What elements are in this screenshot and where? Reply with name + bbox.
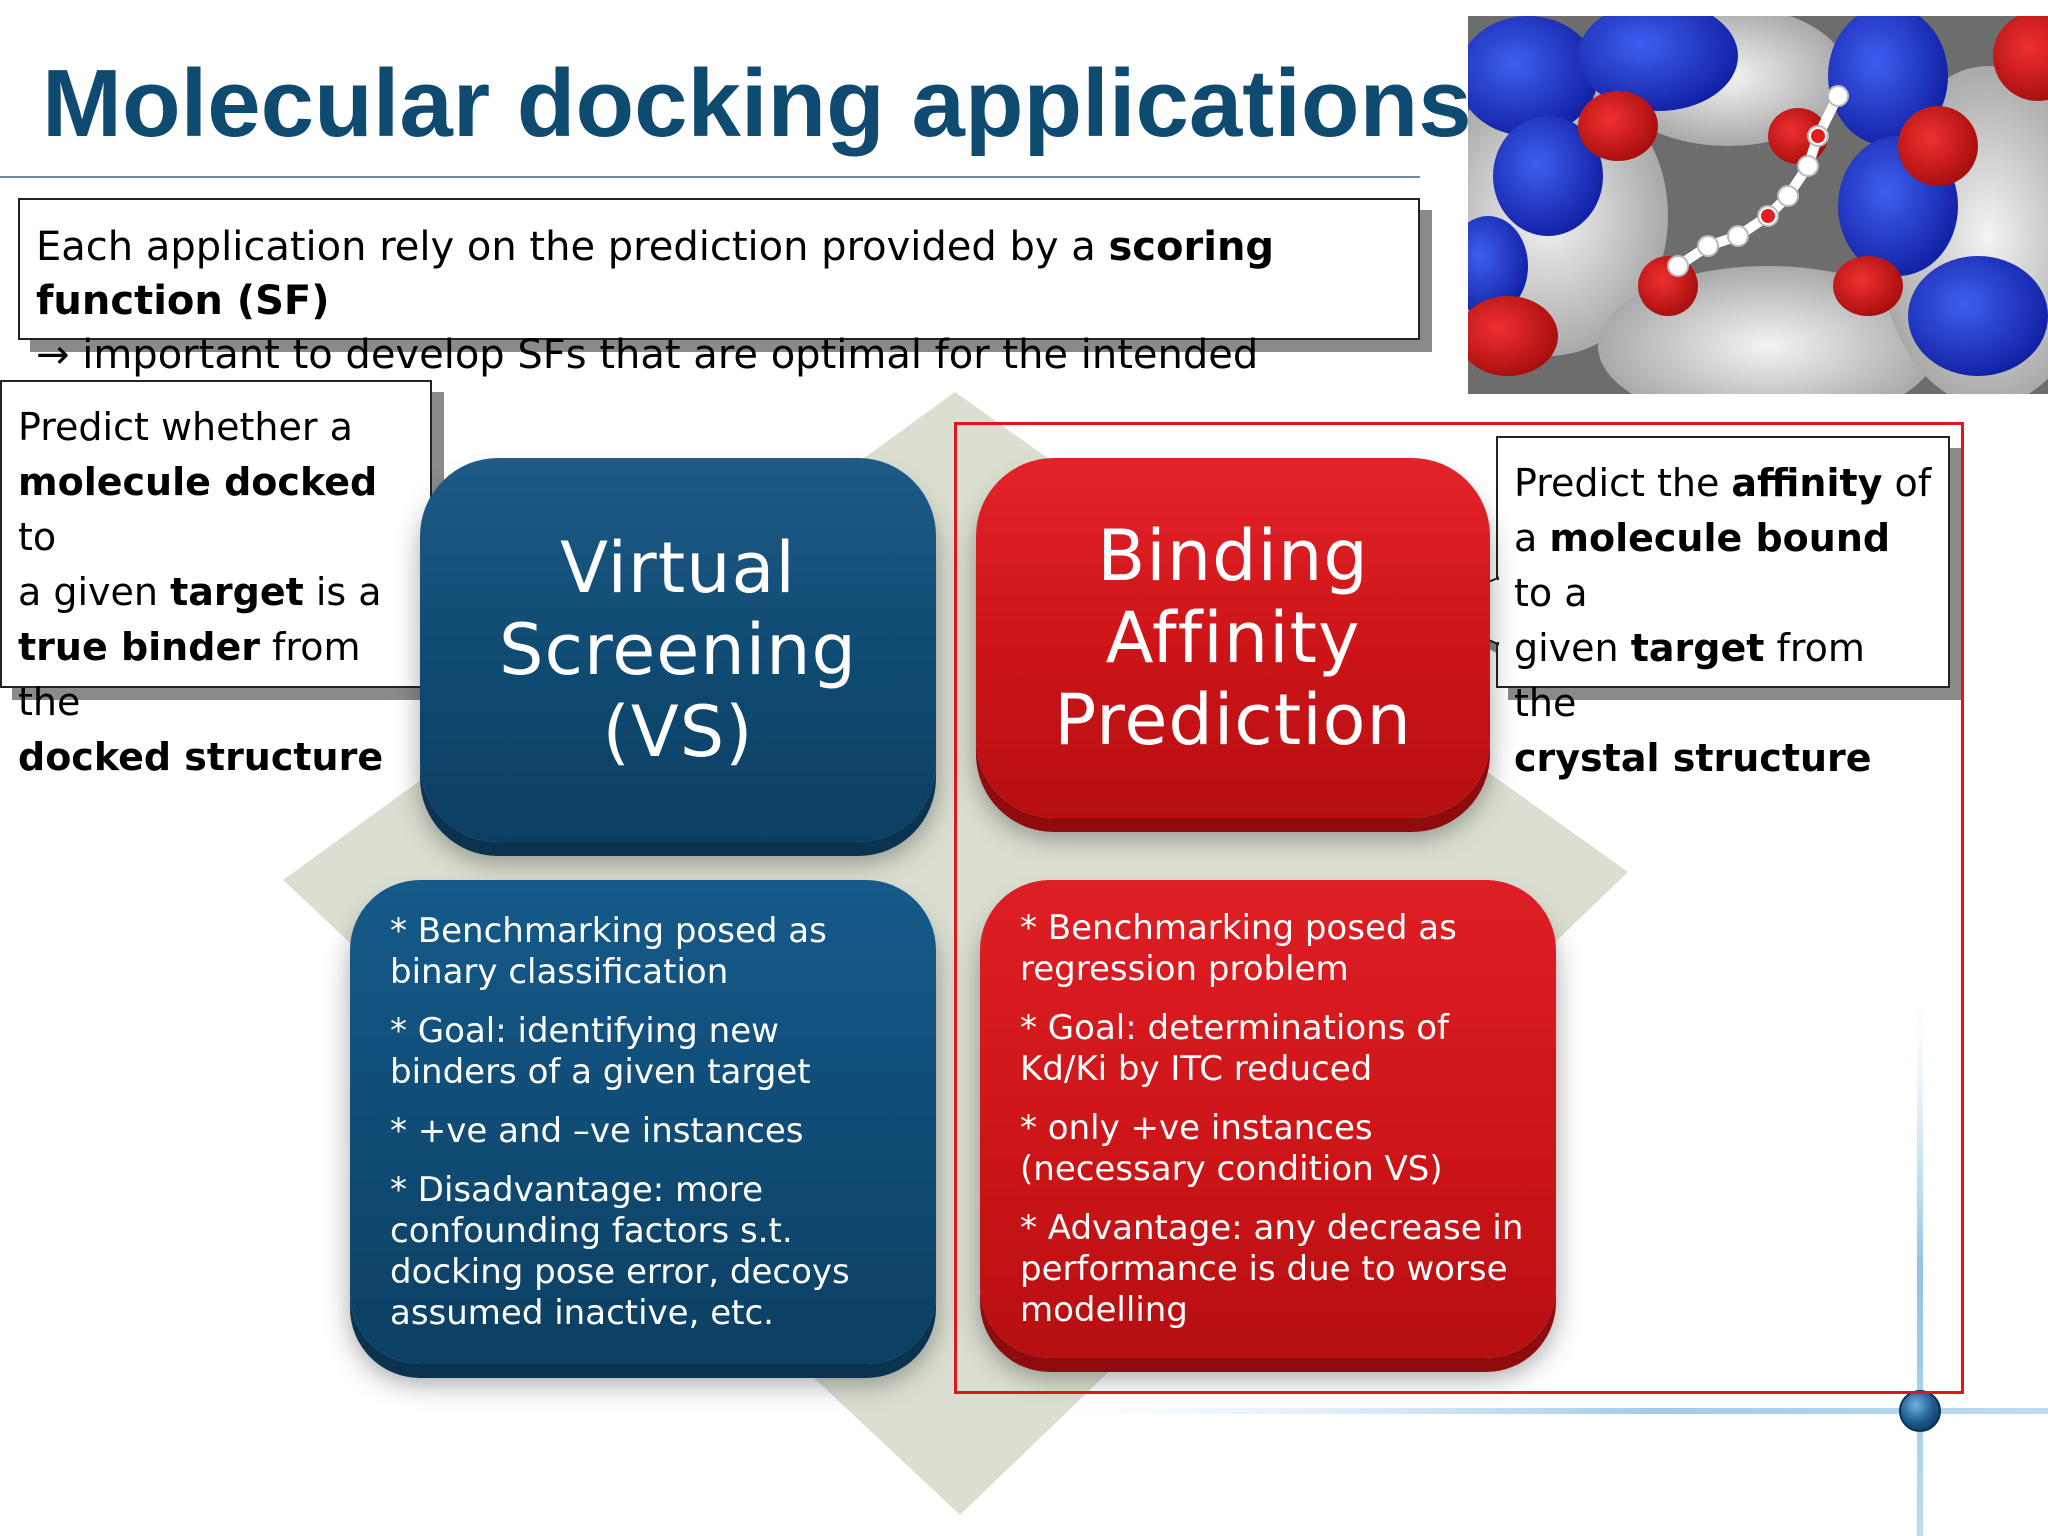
ba-point: * Advantage: any decrease in performance… [1020, 1207, 1524, 1330]
ba-details-panel: * Benchmarking posed as regression probl… [980, 880, 1556, 1358]
ba-description-callout: Predict the affinity of a molecule bound… [1496, 436, 1950, 780]
ba-tile-title: Binding Affinity Prediction [1054, 515, 1412, 761]
vs-point: * +ve and –ve instances [390, 1110, 804, 1151]
ba-point: * Benchmarking posed as regression probl… [1020, 907, 1457, 989]
note-line-1: Each application rely on the prediction … [36, 224, 1275, 324]
vs-point: * Goal: identifying new binders of a giv… [390, 1010, 811, 1092]
vs-tile-title: Virtual Screening (VS) [499, 527, 857, 773]
arrow-right-icon: → [36, 332, 70, 378]
decor-vertical-line [1917, 1000, 1923, 1536]
vs-details-panel: * Benchmarking posed as binary classific… [350, 880, 936, 1364]
vs-description-callout: Predict whether a molecule docked to a g… [0, 380, 432, 779]
vs-point: * Disadvantage: more confounding factors… [390, 1169, 850, 1333]
ba-point: * only +ve instances (necessary conditio… [1020, 1107, 1443, 1189]
page-title: Molecular docking applications [42, 50, 1472, 157]
vs-point: * Benchmarking posed as binary classific… [390, 910, 827, 992]
protein-ligand-image [1468, 16, 2048, 394]
title-divider [0, 176, 1420, 178]
binding-affinity-tile: Binding Affinity Prediction [976, 458, 1490, 818]
molecule-surface-picture [1468, 16, 2048, 394]
scoring-function-note: Each application rely on the prediction … [18, 198, 1420, 432]
ba-highlight-frame [954, 422, 1964, 1394]
virtual-screening-tile: Virtual Screening (VS) [420, 458, 936, 842]
decor-horizontal-line [1060, 1408, 2048, 1414]
ba-point: * Goal: determinations of Kd/Ki by ITC r… [1020, 1007, 1450, 1089]
